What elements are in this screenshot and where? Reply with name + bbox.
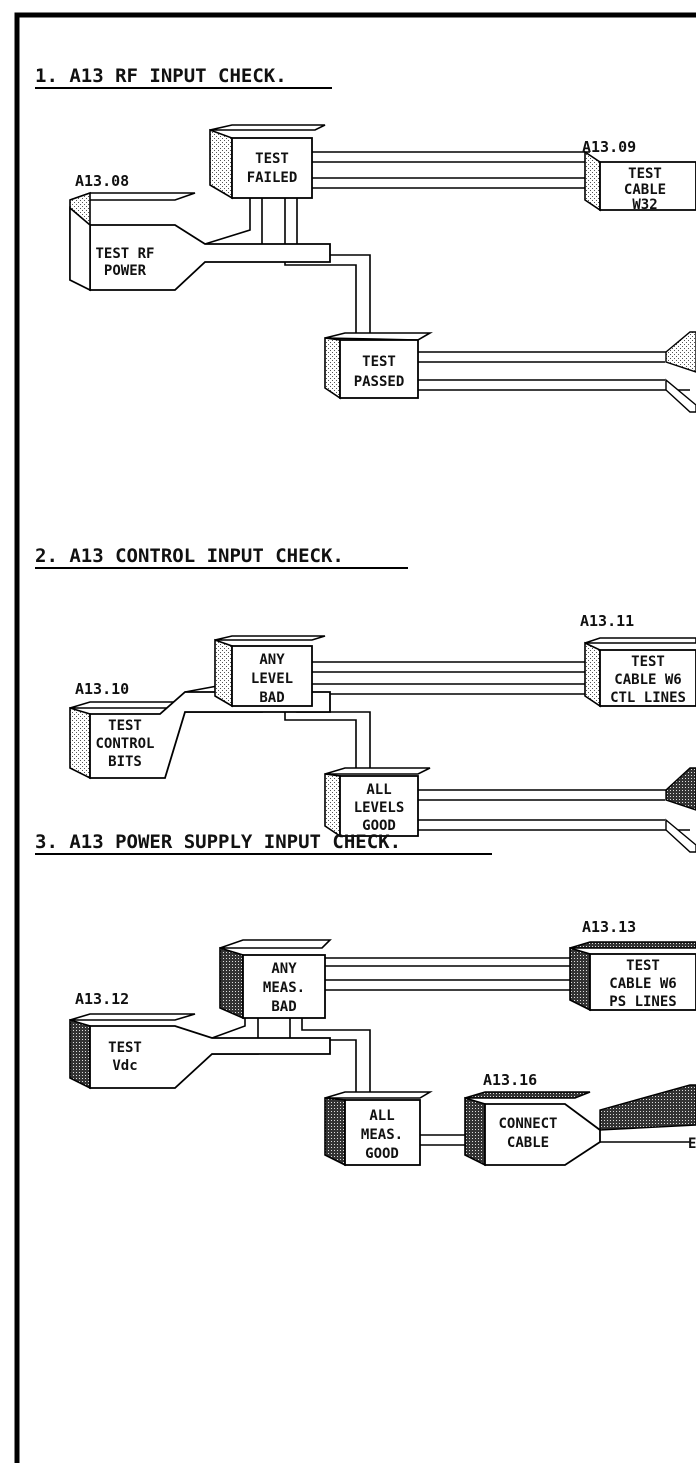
cut-off-label: E [688,1136,696,1152]
next-label-line-2: CABLE W6 [614,672,681,688]
pass-node-3: ALL MEAS. GOOD [325,1092,430,1165]
next-label-line-2: CABLE W6 [609,976,676,992]
start-label-line-1: TEST RF [95,246,154,262]
extra-ref: A13.16 [483,1071,537,1089]
section-2-title: 2. A13 CONTROL INPUT CHECK. [35,545,344,567]
start-label-line-3: BITS [108,754,142,770]
fail-node-3: ANY MEAS. BAD [220,940,330,1018]
section-2: 2. A13 CONTROL INPUT CHECK. A13.10 TEST … [35,545,696,852]
pass-label-line-2: MEAS. [361,1127,403,1143]
fail-label-line-2: LEVEL [251,671,293,687]
next-label-line-1: TEST [631,654,665,670]
next-ref: A13.13 [582,918,636,936]
fail-label-line-1: ANY [259,652,285,668]
start-ref: A13.12 [75,990,129,1008]
fail-label-line-2: MEAS. [263,980,305,996]
section-1-title: 1. A13 RF INPUT CHECK. [35,65,287,87]
pass-label-line-1: ALL [369,1108,394,1124]
pass-node-1: TEST PASSED [325,333,430,398]
start-label-line-1: TEST [108,718,142,734]
pass-label-line-3: GOOD [365,1146,399,1162]
fail-node-1: TEST FAILED [210,125,325,198]
next-node-1: A13.09 TEST CABLE W32 [582,138,696,213]
next-label-line-2: CABLE [624,182,666,198]
pass-node-2: ALL LEVELS GOOD [325,768,430,836]
section-1: 1. A13 RF INPUT CHECK. A13.08 TEST RF PO… [35,65,696,412]
fail-node-2: ANY LEVEL BAD [215,636,325,706]
next-node-3: A13.13 TEST CABLE W6 PS LINES [570,918,696,1010]
start-ref: A13.10 [75,680,129,698]
section-3-title: 3. A13 POWER SUPPLY INPUT CHECK. [35,831,401,853]
next-label-line-3: PS LINES [609,994,676,1010]
next-ref: A13.11 [580,612,634,630]
extra-node-3: A13.16 CONNECT CABLE [465,1071,600,1165]
fail-label-line-3: BAD [271,999,296,1015]
next-ref: A13.09 [582,138,636,156]
next-label-line-1: TEST [628,166,662,182]
pass-label-line-2: PASSED [354,374,405,390]
next-label-line-1: TEST [626,958,660,974]
pass-label-line-2: LEVELS [354,800,405,816]
start-label-line-2: CONTROL [95,736,154,752]
fail-label-line-3: BAD [259,690,284,706]
fail-label-line-1: ANY [271,961,297,977]
start-label-line-2: Vdc [112,1058,137,1074]
pass-label-line-1: TEST [362,354,396,370]
next-label-line-3: CTL LINES [610,690,686,706]
next-label-line-3: W32 [632,197,657,213]
start-label-line-1: TEST [108,1040,142,1056]
extra-label-line-2: CABLE [507,1135,549,1151]
start-ref: A13.08 [75,172,129,190]
start-label-line-2: POWER [104,263,147,279]
fail-label-line-1: TEST [255,151,289,167]
extra-label-line-1: CONNECT [498,1116,557,1132]
next-node-2: A13.11 TEST CABLE W6 CTL LINES [580,612,696,706]
section-3: 3. A13 POWER SUPPLY INPUT CHECK. A13.12 … [35,831,696,1165]
fail-label-line-2: FAILED [247,170,298,186]
pass-label-line-1: ALL [366,782,391,798]
